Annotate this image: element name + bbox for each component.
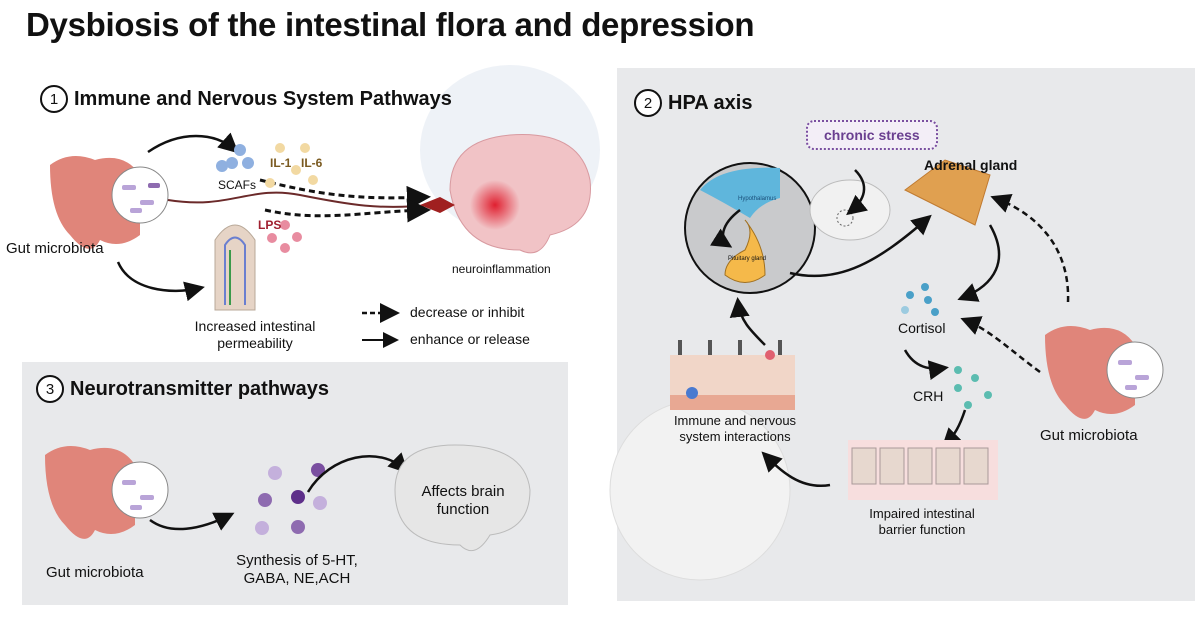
crh-label: CRH [913,388,944,404]
gut-icon-nt [45,446,169,539]
step-number: 2 [634,89,662,117]
gut-microbiota-hpa-label: Gut microbiota [1040,427,1138,444]
step-number: 1 [40,85,68,113]
brain-icon [449,134,591,254]
neurotransmitter-icons [255,463,327,535]
section-title: Neurotransmitter pathways [70,377,329,400]
il1-label: IL-1 [270,156,292,170]
arrow-to-scafs [147,132,239,154]
adrenal-gland-label: Adrenal gland [924,157,1018,173]
legend-solid-label: enhance or release [410,331,530,347]
permeability-label: Increased intestinal permeability [194,318,316,351]
cortisol-label: Cortisol [898,320,946,336]
legend-dashed-label: decrease or inhibit [410,304,525,320]
section-heading-immune: 1 Immune and Nervous System Pathways [40,85,452,113]
immune-nervous-label: Immune and nervous system interactions [673,413,797,444]
vagus-nerve [167,191,431,208]
step-number: 3 [36,375,64,403]
small-brain-icon [809,179,891,241]
scafs-icon [216,144,254,172]
barrier-label: Impaired intestinal barrier function [869,506,975,537]
gut-microbiota-nt-label: Gut microbiota [46,564,144,581]
pituitary-label: Pituitary gland [727,256,767,262]
section-heading-hpa: 2 HPA axis [634,89,752,117]
neuroinflammation-label: neuroinflammation [452,262,551,276]
immune-tissue-icon [670,340,795,410]
pituitary-icon [724,219,766,283]
brain-function-label: Affects brain function [421,483,505,518]
hypothalamus-icon [700,167,780,218]
brain-outline-icon [394,444,531,552]
section-heading-neurotransmitter: 3 Neurotransmitter pathways [36,375,329,403]
hypothalamus-label: Hypothalamus [738,196,777,202]
dashed-arrow [259,178,431,210]
synthesis-label: Synthesis of 5-HT, GABA, NE,ACH [236,552,358,587]
intestinal-barrier-icon [848,440,998,500]
il6-label: IL-6 [301,156,323,170]
chronic-stress-label: chronic stress [806,120,938,150]
section-title: Immune and Nervous System Pathways [74,87,452,110]
neuron-icon [420,197,455,213]
page-title: Dysbiosis of the intestinal flora and de… [26,6,755,43]
villus-icon [214,224,256,311]
bacteria-magnifier-icon [111,166,169,224]
dashed-arrow [264,198,431,223]
adrenal-gland-icon [904,159,991,226]
arrow-to-permeability [116,261,205,302]
lps-label: LPS [258,218,282,232]
cortisol-icon [901,283,939,316]
crh-icon [954,366,992,409]
cytokine-icons [265,143,318,188]
gut-microbiota-label: Gut microbiota [6,240,104,257]
gut-icon-hpa [1045,326,1164,419]
section-title: HPA axis [668,91,753,114]
scafs-label: SCAFs [218,178,257,192]
lps-icons [267,220,302,253]
